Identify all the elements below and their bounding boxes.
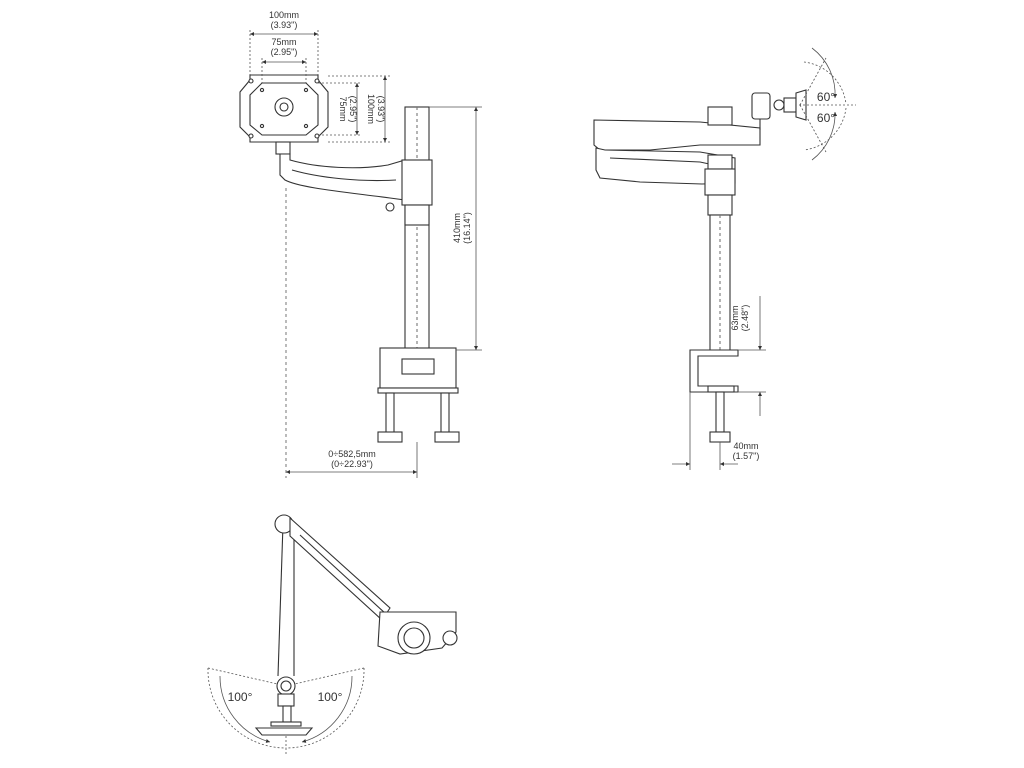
side-tilt-head — [751, 89, 807, 130]
pole — [401, 106, 433, 351]
label-vesa-outer-height: 100mm — [366, 94, 376, 124]
dim-clamp-height — [738, 296, 766, 416]
label-pole-height: 410mm — [452, 213, 462, 243]
dim-vesa-inner-width — [261, 58, 307, 83]
front-view — [239, 30, 482, 478]
vesa-plate — [239, 74, 329, 143]
label-vesa-outer-width-in: (3.93") — [271, 20, 298, 30]
top-arm — [254, 514, 458, 736]
side-pole — [704, 154, 736, 352]
label-clamp-depth: 40mm — [733, 441, 758, 451]
label-vesa-inner-width-in: (2.95") — [271, 47, 298, 57]
side-clamp — [689, 349, 739, 443]
monitor-arm — [275, 141, 406, 212]
tilt-range — [799, 47, 856, 161]
label-vesa-outer-height-in: (3.93") — [376, 96, 386, 123]
label-vesa-inner-height: 75mm — [338, 96, 348, 121]
label-vesa-inner-width: 75mm — [271, 37, 296, 47]
label-arm-reach-in: (0÷22.93") — [331, 459, 373, 469]
side-view — [593, 47, 856, 470]
label-vesa-outer-width: 100mm — [269, 10, 299, 20]
dim-arm-reach — [285, 188, 418, 478]
label-arm-reach: 0÷582,5mm — [328, 449, 375, 459]
label-pole-height-in: (16.14") — [462, 212, 472, 244]
dim-clamp-depth — [672, 392, 738, 470]
dim-vesa-outer-height — [328, 75, 390, 143]
label-clamp-height: 63mm — [730, 305, 740, 330]
dim-vesa-outer-width — [249, 30, 319, 75]
label-tilt-up: 60° — [817, 90, 835, 104]
label-rotation-right: 100° — [318, 690, 343, 704]
dim-pole-height — [429, 106, 482, 351]
desk-clamp — [377, 347, 460, 443]
label-rotation-left: 100° — [228, 690, 253, 704]
label-clamp-depth-in: (1.57") — [733, 451, 760, 461]
side-arm — [593, 106, 761, 185]
label-clamp-height-in: (2.48") — [740, 305, 750, 332]
dim-vesa-inner-height — [318, 82, 362, 136]
label-vesa-inner-height-in: (2.95") — [348, 96, 358, 123]
top-view — [207, 514, 458, 756]
label-tilt-down: 60° — [817, 111, 835, 125]
